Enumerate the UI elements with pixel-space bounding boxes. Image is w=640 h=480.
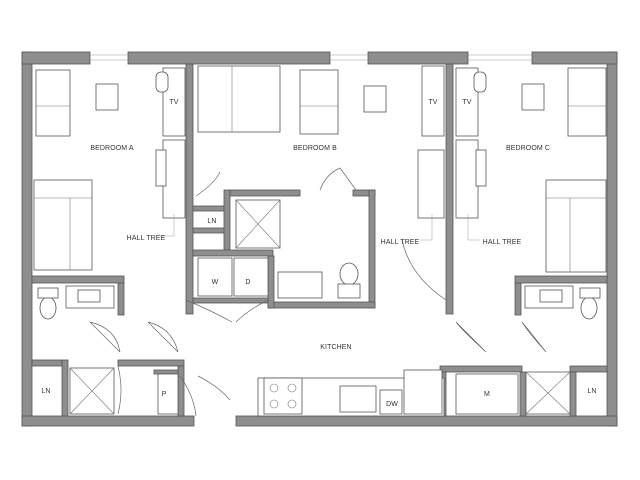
dishwasher-label: DW [386,401,398,408]
ln-b-label: LN [207,218,216,225]
hall-tree-c-label: HALL TREE [483,239,522,246]
tv-b-label: TV [428,99,437,106]
exterior-walls [21,51,618,427]
kitchen-fixtures [157,369,519,417]
hall-tree-b-label: HALL TREE [381,239,420,246]
bedroom-c-label: BEDROOM C [506,145,550,152]
bedroom-b-furniture [197,65,445,219]
bath-a [37,285,115,415]
bedroom-a-label: BEDROOM A [90,145,134,152]
washer-label: W [212,279,219,286]
bath-c [524,285,601,415]
hall-tree-a-label: HALL TREE [127,235,166,242]
interior-walls [31,63,608,417]
kitchen-label: KITCHEN [320,344,351,351]
central-bath [235,199,361,299]
ln-a-label: LN [41,388,50,395]
room-labels: BEDROOM A BEDROOM B BEDROOM C KITCHEN HA… [41,99,596,408]
ln-c-label: LN [587,388,596,395]
pantry-label: P [162,391,167,398]
laundry [197,257,269,297]
microwave-label: M [484,391,490,398]
bedroom-b-label: BEDROOM B [293,145,337,152]
tv-b2-label: TV [462,99,471,106]
bedroom-a-furniture [33,67,186,271]
bedroom-c-furniture [455,67,607,273]
hall-tree-leaders [160,214,480,241]
door-swings [89,167,547,417]
dryer-label: D [245,279,250,286]
tv-a-label: TV [169,99,178,106]
